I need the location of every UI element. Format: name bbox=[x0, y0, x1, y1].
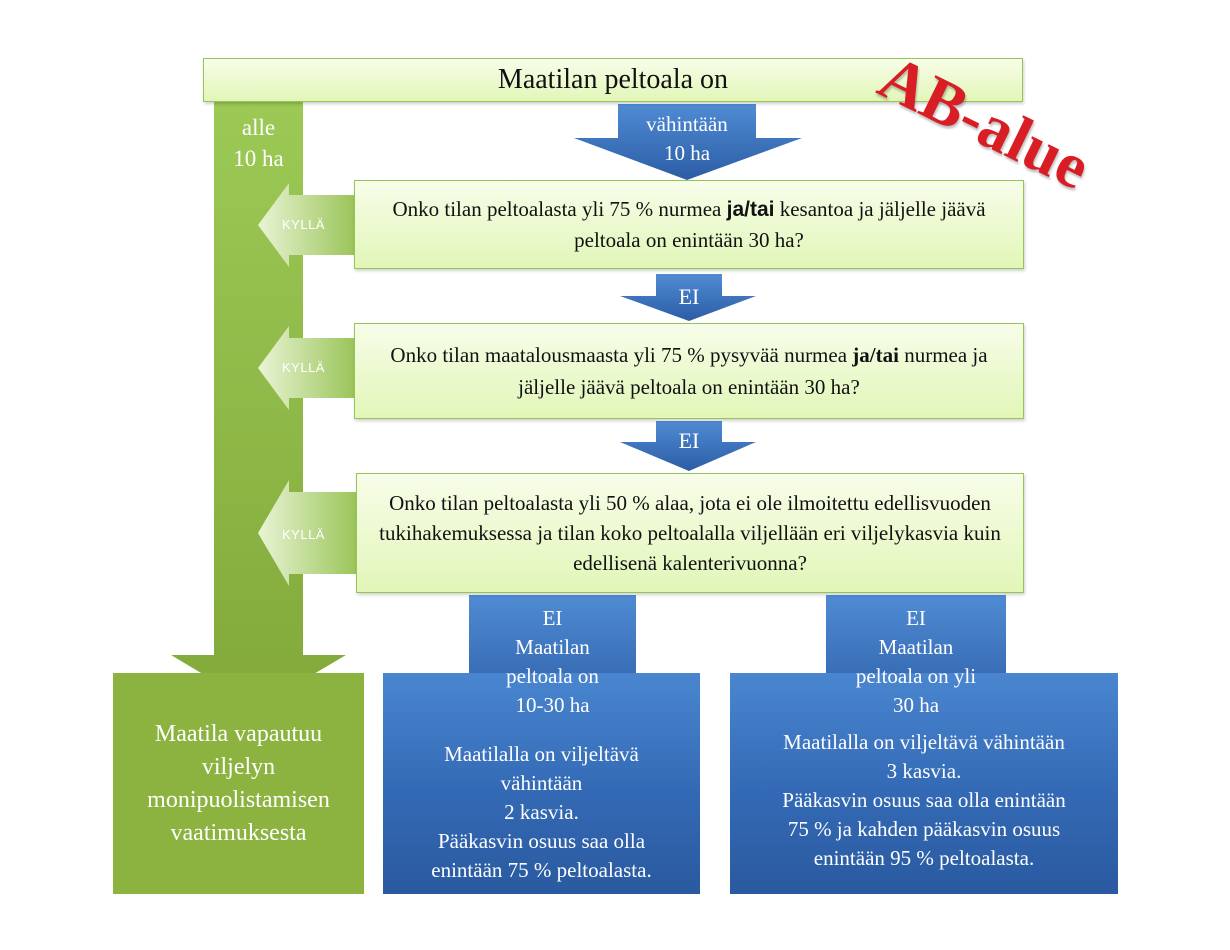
q1-bold: ja/tai bbox=[726, 197, 775, 221]
no-arrow-1 bbox=[620, 274, 756, 321]
mid-l4: 10-30 ha bbox=[515, 693, 590, 717]
q2-pre: Onko tilan maatalousmaasta yli 75 % pysy… bbox=[390, 343, 853, 367]
right-l3: peltoala on yli bbox=[855, 664, 977, 688]
under-10ha-line1: alle bbox=[241, 115, 276, 140]
right-l4: 30 ha bbox=[892, 693, 940, 717]
exempt-text: Maatila vapautuu viljelyn monipuolistami… bbox=[147, 720, 330, 846]
title-box: Maatilan peltoala on bbox=[203, 58, 1023, 102]
question-3: Onko tilan peltoalasta yli 50 % alaa, jo… bbox=[356, 473, 1024, 593]
exempt-box: Maatila vapautuu viljelyn monipuolistami… bbox=[113, 673, 364, 894]
right-b4: 75 % ja kahden pääkasvin osuus bbox=[787, 817, 1061, 841]
q1-pre: Onko tilan peltoalasta yli 75 % nurmea bbox=[392, 196, 727, 221]
right-b3: Pääkasvin osuus saa olla enintään bbox=[782, 788, 1066, 812]
q2-bold: ja/tai bbox=[852, 343, 899, 367]
no-label-2: EI bbox=[678, 428, 700, 453]
question-3-text: Onko tilan peltoalasta yli 50 % alaa, jo… bbox=[379, 491, 1001, 575]
under-10ha-line2: 10 ha bbox=[233, 146, 284, 171]
yes-arrow-2 bbox=[258, 326, 354, 410]
q2-post: nurmea ja jäljelle jäävä peltoala on eni… bbox=[518, 343, 988, 399]
question-2-text: Onko tilan maatalousmaasta yli 75 % pysy… bbox=[375, 339, 1003, 403]
question-1-text: Onko tilan peltoalasta yli 75 % nurmea j… bbox=[375, 194, 1003, 256]
no-label-1: EI bbox=[678, 284, 700, 309]
q1-post: kesantoa ja jäljelle jäävä peltoala on e… bbox=[574, 196, 986, 252]
right-arrow-label: EI Maatilan peltoala on yli 30 ha bbox=[805, 604, 1027, 720]
right-b2: 3 kasvia. bbox=[886, 759, 962, 783]
yes-arrow-1 bbox=[258, 183, 354, 267]
outcome-over-30ha-box bbox=[730, 673, 1118, 894]
right-b5: enintään 95 % peltoalasta. bbox=[813, 846, 1035, 870]
min-10ha-line1: vähintään bbox=[646, 112, 728, 136]
mid-l2: Maatilan bbox=[515, 635, 590, 659]
under-10ha-label: alle 10 ha bbox=[214, 112, 303, 174]
yes-label-1: KYLLÄ bbox=[282, 217, 325, 232]
question-1: Onko tilan peltoalasta yli 75 % nurmea j… bbox=[354, 180, 1024, 269]
mid-b1: Maatilalla on viljeltävä bbox=[444, 742, 639, 766]
mid-b2: vähintään bbox=[500, 771, 583, 795]
title-text: Maatilan peltoala on bbox=[497, 64, 729, 95]
right-l1: EI bbox=[906, 606, 926, 630]
right-b1: Maatilalla on viljeltävä vähintään bbox=[783, 730, 1065, 754]
mid-b4: Pääkasvin osuus saa olla bbox=[437, 829, 646, 853]
min-10ha-label: vähintään 10 ha bbox=[618, 110, 756, 168]
right-requirement: Maatilalla on viljeltävä vähintään 3 kas… bbox=[730, 728, 1118, 873]
mid-b3: 2 kasvia. bbox=[504, 800, 579, 824]
question-2: Onko tilan maatalousmaasta yli 75 % pysy… bbox=[354, 323, 1024, 419]
exempt-arrow bbox=[171, 102, 346, 707]
min-10ha-arrow bbox=[574, 104, 802, 180]
mid-requirement: Maatilalla on viljeltävä vähintään 2 kas… bbox=[383, 740, 700, 885]
yes-label-3: KYLLÄ bbox=[282, 527, 325, 542]
mid-b5: enintään 75 % peltoalasta. bbox=[431, 858, 652, 882]
mid-l3: peltoala on bbox=[506, 664, 599, 688]
mid-arrow-label: EI Maatilan peltoala on 10-30 ha bbox=[450, 604, 655, 720]
right-l2: Maatilan bbox=[878, 635, 954, 659]
yes-label-2: KYLLÄ bbox=[282, 360, 325, 375]
no-arrow-2 bbox=[620, 421, 756, 471]
yes-arrow-3 bbox=[258, 480, 356, 586]
mid-l1: EI bbox=[542, 606, 563, 630]
min-10ha-line2: 10 ha bbox=[663, 141, 711, 165]
outcome-10-30ha-box bbox=[383, 673, 700, 894]
